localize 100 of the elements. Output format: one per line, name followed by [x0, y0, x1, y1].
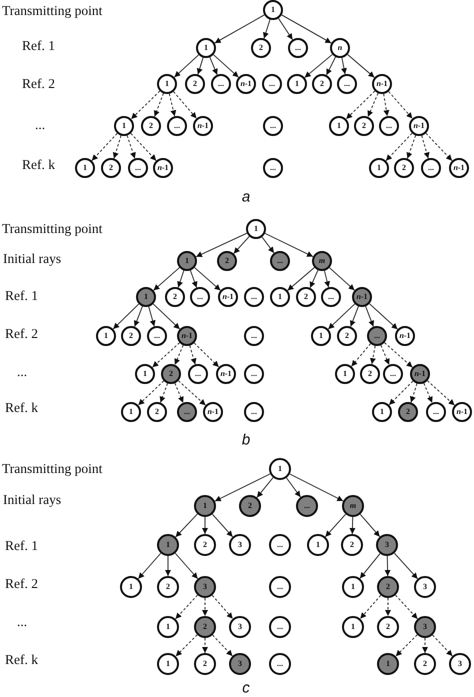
ray-node-circle: ... — [426, 402, 446, 422]
ray-node-circle: 2 — [414, 653, 436, 675]
ray-node-circle: 1 — [311, 326, 331, 346]
ray-node-circle: n-1 — [193, 116, 213, 136]
ray-node-circle: 3 — [229, 616, 251, 638]
ray-node-circle: ... — [269, 534, 291, 556]
ray-node-circle: ... — [379, 116, 399, 136]
arrow — [168, 93, 176, 117]
ray-node-circle: n-1 — [177, 326, 197, 346]
arrow — [350, 306, 359, 328]
ray-node-circle: 2 — [101, 158, 121, 178]
arrow — [359, 553, 381, 579]
ray-node-circle: 2 — [341, 534, 363, 556]
ray-node-circle: n-1 — [372, 74, 392, 94]
arrow — [287, 267, 315, 291]
arrow — [395, 594, 418, 620]
arrow — [385, 132, 413, 162]
arrow — [175, 634, 198, 657]
arrow — [347, 54, 375, 78]
ray-node-circle: 1 — [246, 219, 266, 239]
level-label: Ref. 1 — [5, 538, 38, 554]
ray-node-circle: n-1 — [203, 402, 223, 422]
arrow — [256, 477, 274, 498]
ray-node-circle: n — [330, 38, 350, 58]
ray-node-circle: 3 — [229, 653, 251, 675]
arrow — [130, 132, 157, 162]
ray-node-circle: 1 — [121, 402, 141, 422]
arrow — [153, 267, 180, 291]
arrow — [174, 344, 184, 366]
ray-node-circle: 2 — [312, 74, 332, 94]
arrow — [425, 132, 453, 162]
arrow — [148, 306, 156, 327]
ray-node-circle: ... — [269, 576, 291, 598]
ray-node-circle: n-1 — [153, 158, 173, 178]
ray-node-circle: 1 — [329, 116, 349, 136]
level-label: Ref. 2 — [5, 576, 38, 592]
level-label: Transmitting point — [2, 461, 102, 477]
arrow — [202, 516, 208, 534]
ray-node-circle: n-1 — [409, 116, 429, 136]
arrow — [130, 90, 160, 120]
level-label: Transmitting point — [2, 3, 102, 19]
level-label: ... — [35, 117, 46, 133]
level-label: Ref. 1 — [22, 38, 55, 54]
arrow — [426, 380, 456, 406]
arrow — [324, 514, 346, 538]
level-label: Initial rays — [3, 251, 62, 267]
arrow — [152, 303, 180, 330]
arrow — [385, 598, 391, 616]
arrow — [406, 134, 416, 160]
ray-node-circle: 2 — [394, 158, 414, 178]
arrow — [384, 342, 413, 368]
arrow — [160, 382, 168, 404]
ray-node-circle: 3 — [414, 576, 436, 598]
ray-node-circle: ... — [263, 158, 283, 178]
ray-node-circle: 1 — [342, 616, 364, 638]
ray-node-circle: 1 — [157, 534, 179, 556]
ray-node-circle: ... — [367, 326, 387, 346]
level-label: Ref. 2 — [5, 326, 38, 342]
level-label: Ref. 1 — [5, 288, 38, 304]
ray-node-circle: 1 — [135, 364, 155, 384]
ray-node-circle: 3 — [449, 653, 471, 675]
ray-node-circle: ... — [421, 158, 441, 178]
ray-node-circle: 1 — [120, 576, 142, 598]
ray-node-circle: ... — [190, 287, 210, 307]
ray-node-circle: 1 — [270, 287, 290, 307]
ray-node-circle: 1 — [194, 495, 216, 517]
arrow — [351, 343, 371, 367]
ray-node-circle: n-1 — [352, 287, 372, 307]
ray-node-circle: 1 — [157, 74, 177, 94]
arrow — [214, 14, 265, 44]
arrow — [202, 638, 208, 654]
ray-node-circle: n-1 — [452, 402, 472, 422]
arrow — [175, 594, 198, 620]
arrow — [212, 594, 234, 620]
ray-node-circle: 1 — [263, 0, 283, 20]
arrow — [196, 232, 248, 258]
arrow — [152, 342, 180, 368]
ray-node-circle: ... — [296, 495, 318, 517]
ray-node-circle: 1 — [75, 158, 95, 178]
arrow — [360, 594, 382, 620]
arrow — [281, 14, 332, 44]
arrow — [154, 92, 164, 118]
ray-node-circle: ... — [263, 116, 283, 136]
arrow — [328, 303, 356, 330]
level-label: Ref. k — [5, 400, 38, 416]
arrow — [286, 477, 301, 498]
ray-node-circle: ... — [244, 364, 264, 384]
ray-node-circle: ... — [244, 287, 264, 307]
arrow — [383, 93, 390, 117]
arrow — [365, 306, 374, 328]
arrow — [264, 232, 314, 258]
ray-node-circle: 2 — [194, 534, 216, 556]
level-label: Ref. k — [5, 652, 38, 668]
ray-node-circle: 2 — [185, 74, 205, 94]
ray-node-circle: 2 — [194, 653, 216, 675]
ray-node-circle: ... — [270, 251, 290, 271]
panel-caption: a — [242, 188, 250, 206]
ray-node-circle: 1 — [307, 534, 329, 556]
ray-node-circle: ... — [269, 616, 291, 638]
arrow — [126, 135, 136, 159]
